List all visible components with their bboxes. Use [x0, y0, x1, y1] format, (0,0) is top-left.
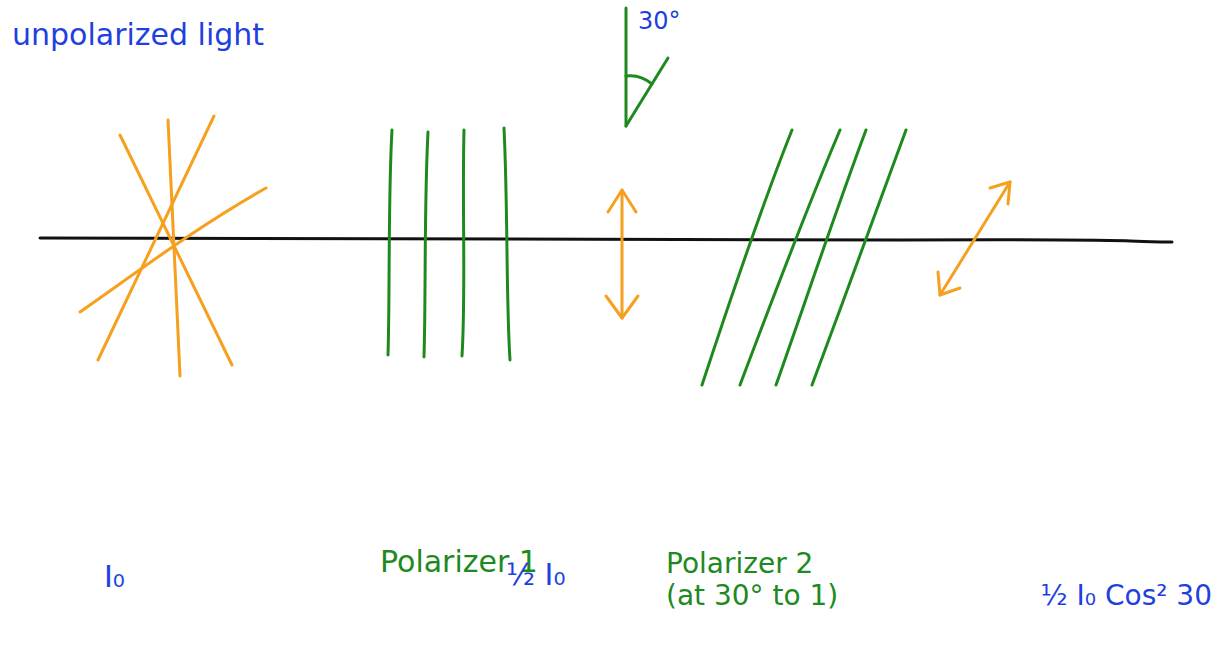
polarizer-1-lines: [388, 128, 510, 360]
intensity-label: I₀: [104, 560, 125, 595]
vertical-polarization-arrow: [606, 190, 638, 318]
light-label: unpolarized light: [12, 18, 264, 53]
polarizer-2-lines: [702, 130, 906, 385]
beam-axis: [40, 238, 1172, 242]
intensity-label: ½ I₀: [506, 558, 566, 593]
unpolarized-light-symbol: [80, 116, 266, 376]
angle-label: 30°: [638, 8, 681, 36]
intensity-label: ½ I₀ Cos² 30: [1041, 580, 1212, 612]
polarizer-label: Polarizer 2 (at 30° to 1): [666, 548, 854, 612]
tilted-polarization-arrow: [938, 182, 1010, 295]
